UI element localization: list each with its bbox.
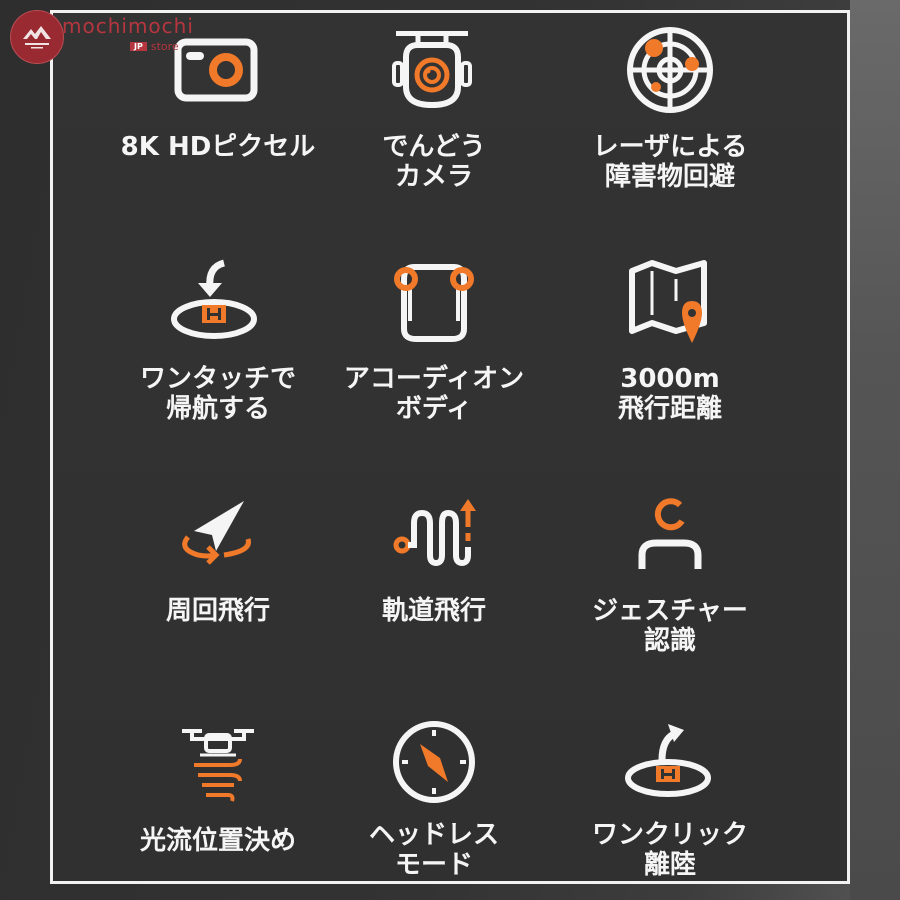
- brand-name: mochimochi: [62, 14, 194, 38]
- takeoff-icon: [620, 714, 720, 808]
- feature-label: でんどうカメラ: [382, 132, 486, 192]
- compass-icon: [384, 714, 484, 808]
- feature-one-touch-return: ワンタッチで帰航する: [118, 252, 318, 484]
- feature-label: 軌道飛行: [381, 596, 486, 626]
- dashcam-icon: [384, 20, 484, 120]
- feature-accordion-body: アコーディオンボディ: [318, 252, 550, 484]
- feature-label: ヘッドレスモード: [368, 820, 499, 880]
- orbit-flight-icon: [168, 484, 268, 584]
- feature-orbit-flight: 周回飛行: [118, 484, 318, 714]
- feature-label: レーザによる障害物回避: [592, 132, 748, 192]
- radar-icon: [620, 20, 720, 120]
- brand-subline: JP store: [130, 40, 179, 53]
- feature-label: 8K HDピクセル: [120, 132, 316, 162]
- feature-8k-camera: 8K HDピクセル: [118, 20, 318, 252]
- optical-flow-drone-icon: [168, 714, 268, 814]
- feature-headless-mode: ヘッドレスモード: [318, 714, 550, 880]
- feature-gesture-recognition: ジェスチャー認識: [550, 484, 790, 714]
- track-flight-icon: [384, 484, 484, 584]
- brand-tag: JP: [130, 42, 147, 51]
- feature-one-click-takeoff: ワンクリック離陸: [550, 714, 790, 880]
- background-right-panel: [850, 0, 900, 900]
- brand-sub: store: [150, 40, 179, 53]
- brand-logo: [10, 10, 64, 64]
- map-pin-icon: [620, 252, 720, 352]
- feature-optical-flow-positioning: 光流位置決め: [118, 714, 318, 880]
- feature-label: アコーディオンボディ: [343, 364, 525, 424]
- feature-grid: 8K HDピクセル でんどうカメラ: [118, 20, 790, 880]
- camera-icon: [168, 20, 268, 120]
- gesture-person-icon: [620, 484, 720, 584]
- feature-frame: [50, 10, 850, 884]
- feature-label: ワンタッチで帰航する: [139, 364, 296, 424]
- feature-track-flight: 軌道飛行: [318, 484, 550, 714]
- feature-label: 光流位置決め: [139, 826, 296, 856]
- feature-electric-camera: でんどうカメラ: [318, 20, 550, 252]
- foldable-body-icon: [384, 252, 484, 352]
- return-home-icon: [168, 252, 268, 352]
- mountain-logo-icon: [23, 26, 51, 49]
- feature-label: ワンクリック離陸: [591, 820, 748, 880]
- feature-label: ジェスチャー認識: [592, 596, 748, 656]
- feature-label: 周回飛行: [165, 596, 270, 626]
- feature-laser-obstacle-avoidance: レーザによる障害物回避: [550, 20, 790, 252]
